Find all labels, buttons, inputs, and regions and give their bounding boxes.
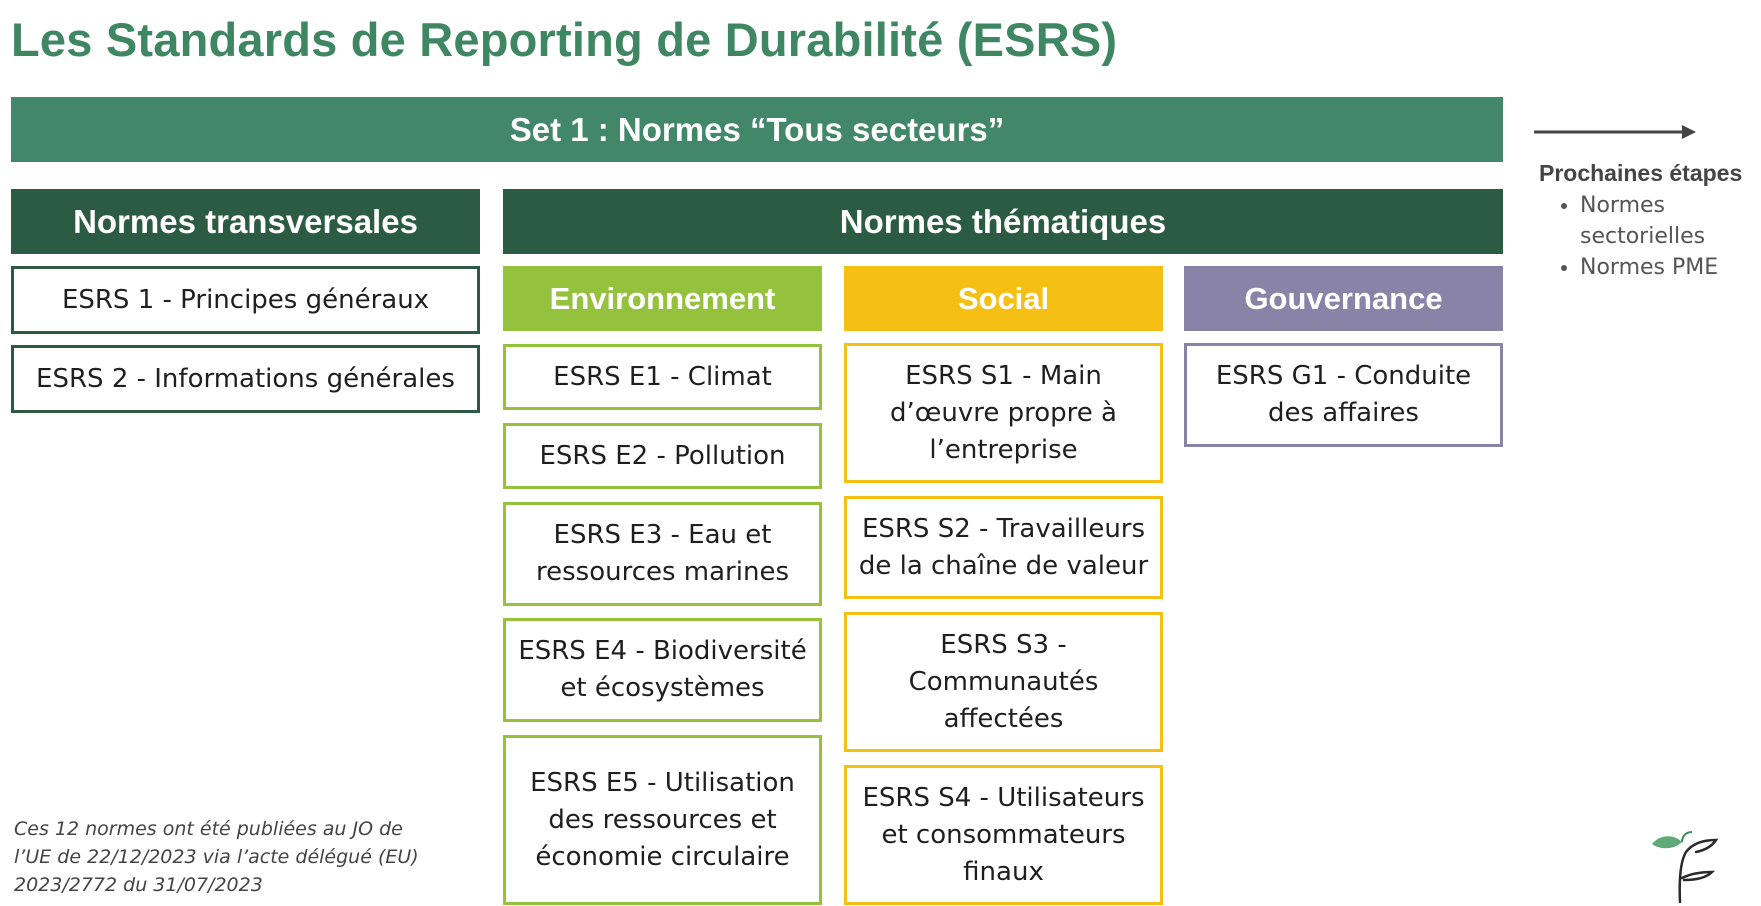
page-title: Les Standards de Reporting de Durabilité… (11, 13, 1118, 66)
arrow-right-icon (1534, 125, 1696, 139)
esrs-s1-box: ESRS S1 - Main d’œuvre propre à l’entrep… (844, 343, 1163, 483)
esrs-s3-box: ESRS S3 - Communautés affectées (844, 612, 1163, 752)
esrs-2-box: ESRS 2 - Informations générales (11, 345, 480, 413)
next-step-item: Normes PME (1580, 252, 1752, 283)
esrs-e5-box: ESRS E5 - Utilisation des ressources et … (503, 735, 822, 905)
esrs-1-box: ESRS 1 - Principes généraux (11, 266, 480, 334)
esrs-e3-box: ESRS E3 - Eau et ressources marines (503, 502, 822, 606)
next-steps-list: Normes sectorielles Normes PME (1552, 190, 1752, 283)
set-banner: Set 1 : Normes “Tous secteurs” (11, 97, 1503, 162)
esrs-g1-box: ESRS G1 - Conduite des affaires (1184, 343, 1503, 447)
esrs-s4-box: ESRS S4 - Utilisateurs et consommateurs … (844, 765, 1163, 905)
footnote: Ces 12 normes ont été publiées au JO de … (14, 818, 419, 896)
leaf-logo-icon (1652, 831, 1719, 904)
thematic-header: Normes thématiques (503, 189, 1503, 254)
next-steps-title: Prochaines étapes (1539, 160, 1743, 186)
gouvernance-header: Gouvernance (1184, 266, 1503, 331)
next-step-item: Normes sectorielles (1580, 190, 1752, 252)
esrs-e4-box: ESRS E4 - Biodiversité et écosystèmes (503, 618, 822, 722)
environnement-header: Environnement (503, 266, 822, 331)
esrs-s2-box: ESRS S2 - Travailleurs de la chaîne de v… (844, 496, 1163, 599)
esrs-e1-box: ESRS E1 - Climat (503, 344, 822, 410)
transversal-header: Normes transversales (11, 189, 480, 254)
esrs-e2-box: ESRS E2 - Pollution (503, 423, 822, 489)
social-header: Social (844, 266, 1163, 331)
